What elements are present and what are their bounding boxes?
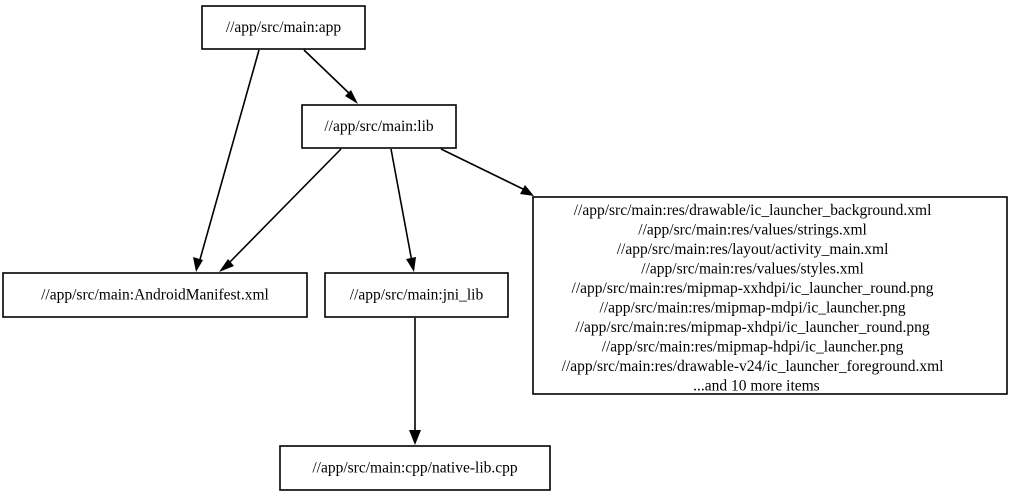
arrowhead-jni-lib-to-native-lib: [409, 430, 421, 445]
edge-app-to-lib: [303, 49, 358, 104]
res-line-8: //app/src/main:res/drawable-v24/ic_launc…: [562, 358, 944, 375]
arrowhead-app-to-manifest: [193, 257, 203, 272]
node-android-manifest-box[interactable]: [2, 272, 308, 318]
node-res-bundle-lines: //app/src/main:res/drawable/ic_launcher_…: [562, 202, 979, 395]
res-line-2: //app/src/main:res/layout/activity_main.…: [617, 241, 889, 258]
node-lib-label: //app/src/main:lib: [324, 118, 434, 135]
node-android-manifest[interactable]: //app/src/main:AndroidManifest.xml: [2, 272, 308, 318]
arrowhead-lib-to-jni-lib: [406, 257, 416, 272]
res-line-5: //app/src/main:res/mipmap-mdpi/ic_launch…: [600, 300, 906, 317]
res-line-6: //app/src/main:res/mipmap-xhdpi/ic_launc…: [575, 319, 930, 336]
edge-lib-to-manifest: [219, 148, 342, 272]
arrowhead-lib-to-res: [520, 185, 534, 196]
arrowhead-app-to-lib: [345, 90, 358, 104]
node-res-bundle[interactable]: //app/src/main:res/drawable/ic_launcher_…: [532, 196, 1008, 395]
node-native-lib-cpp[interactable]: //app/src/main:cpp/native-lib.cpp: [279, 445, 551, 491]
edge-lib-to-jni-lib: [390, 148, 416, 272]
node-native-lib-cpp-label: //app/src/main:cpp/native-lib.cpp: [312, 460, 518, 477]
res-line-3: //app/src/main:res/values/styles.xml: [641, 261, 864, 278]
node-jni-lib[interactable]: //app/src/main:jni_lib: [324, 272, 509, 318]
res-line-9: ...and 10 more items: [693, 378, 820, 395]
node-jni-lib-label: //app/src/main:jni_lib: [350, 287, 484, 304]
node-res-bundle-box[interactable]: [532, 196, 1008, 395]
node-lib-box[interactable]: [301, 104, 457, 149]
node-android-manifest-label: //app/src/main:AndroidManifest.xml: [41, 287, 269, 304]
node-native-lib-cpp-box[interactable]: [279, 445, 551, 491]
node-app-box[interactable]: [201, 5, 366, 50]
arrowhead-lib-to-manifest: [219, 259, 234, 272]
res-line-0: //app/src/main:res/drawable/ic_launcher_…: [574, 202, 932, 219]
node-lib[interactable]: //app/src/main:lib: [301, 104, 457, 149]
edge-app-to-manifest: [193, 49, 260, 272]
node-app-label: //app/src/main:app: [226, 19, 342, 36]
res-line-7: //app/src/main:res/mipmap-hdpi/ic_launch…: [602, 339, 904, 356]
node-app[interactable]: //app/src/main:app: [201, 5, 366, 50]
node-jni-lib-box[interactable]: [324, 272, 509, 318]
edge-jni-lib-to-native-lib: [409, 318, 421, 445]
res-line-1: //app/src/main:res/values/strings.xml: [638, 222, 867, 239]
edge-lib-to-res: [440, 148, 534, 196]
res-line-4: //app/src/main:res/mipmap-xxhdpi/ic_laun…: [572, 280, 934, 297]
